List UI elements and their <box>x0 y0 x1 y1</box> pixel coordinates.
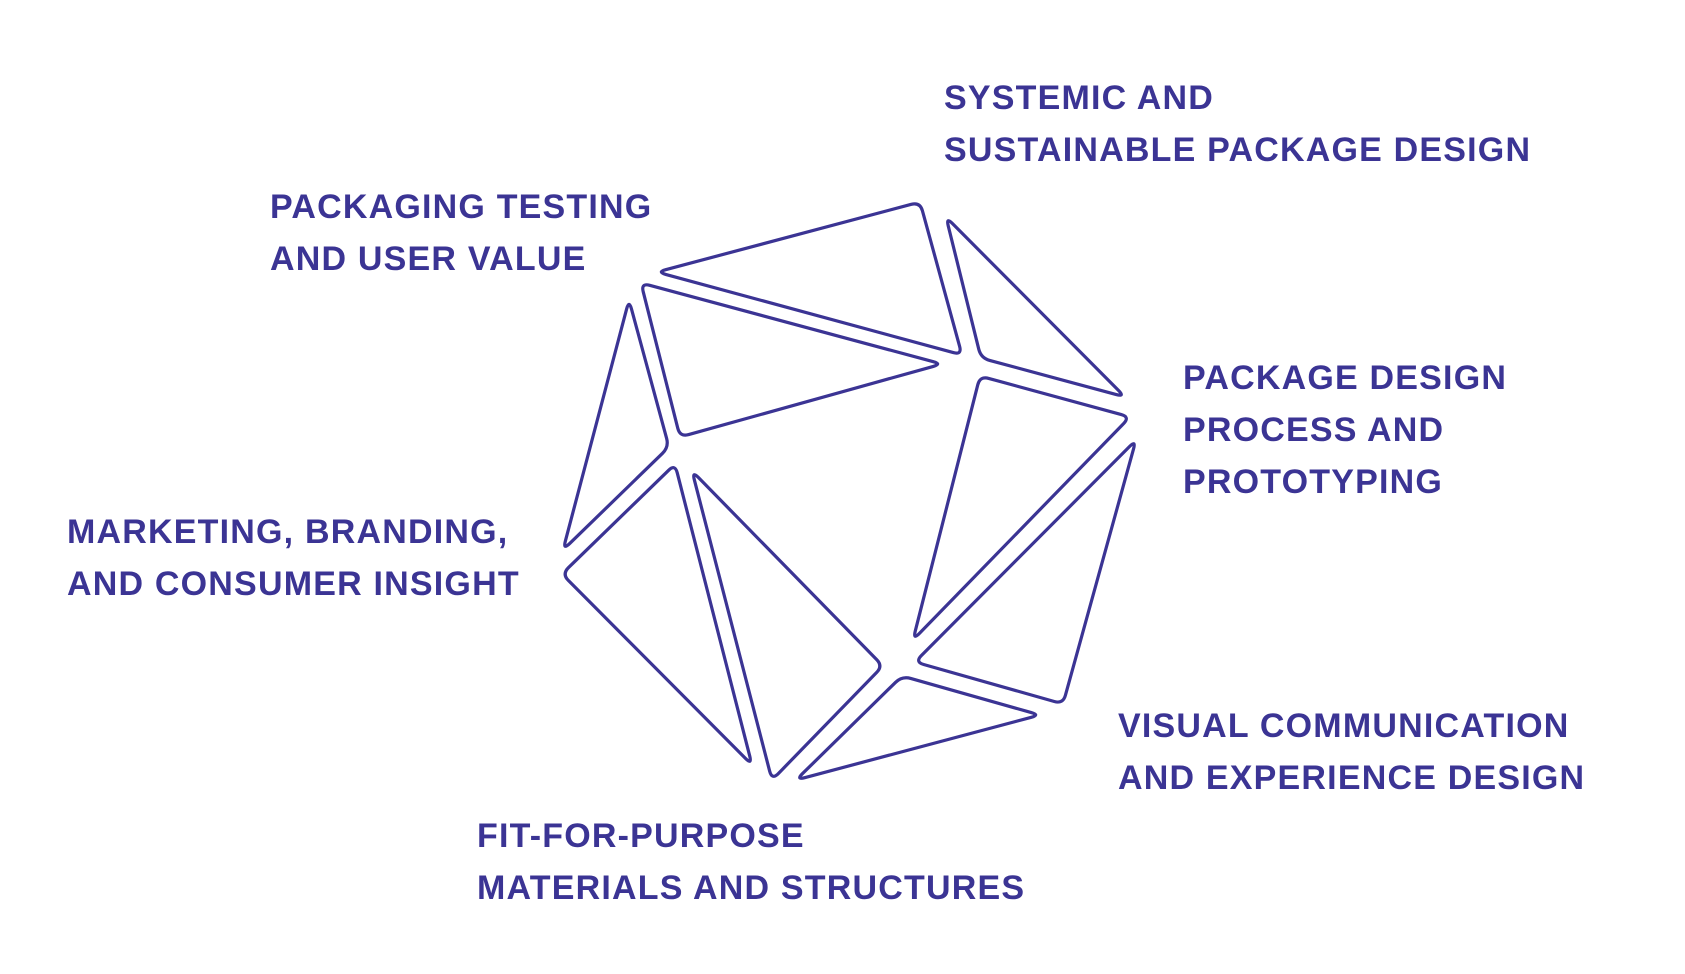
label-line: VISUAL COMMUNICATION <box>1118 707 1570 745</box>
facet-right-upper <box>913 376 1128 638</box>
label-line: PACKAGING TESTING <box>270 188 653 226</box>
label-systemic-sustainable-package-design: SYSTEMIC AND SUSTAINABLE PACKAGE DESIGN <box>944 72 1531 176</box>
label-line: SYSTEMIC AND <box>944 79 1215 117</box>
facet-top-upper <box>659 202 962 355</box>
label-line: MARKETING, BRANDING, <box>67 513 509 551</box>
label-line: SUSTAINABLE PACKAGE DESIGN <box>944 131 1532 169</box>
label-line: PACKAGE DESIGN <box>1183 359 1508 397</box>
label-visual-communication-experience-design: VISUAL COMMUNICATION AND EXPERIENCE DESI… <box>1118 700 1585 804</box>
facet-right-lower <box>917 442 1136 704</box>
facet-bottom <box>798 676 1038 780</box>
facet-top-right-small <box>946 219 1123 397</box>
label-line: AND EXPERIENCE DESIGN <box>1118 759 1586 797</box>
facet-left-narrow <box>563 302 669 548</box>
facet-left-lower <box>563 466 752 763</box>
label-line: PROTOTYPING <box>1183 463 1444 501</box>
label-line: MATERIALS AND STRUCTURES <box>477 869 1026 907</box>
facet-top-left <box>641 283 940 437</box>
facet-center-lower <box>692 473 882 778</box>
label-fit-for-purpose-materials-structures: FIT-FOR-PURPOSE MATERIALS AND STRUCTURES <box>477 810 1025 914</box>
label-package-design-process-prototyping: PACKAGE DESIGN PROCESS AND PROTOTYPING <box>1183 352 1507 508</box>
label-line: AND USER VALUE <box>270 240 587 278</box>
label-line: FIT-FOR-PURPOSE <box>477 817 805 855</box>
label-line: AND CONSUMER INSIGHT <box>67 565 520 603</box>
label-marketing-branding-consumer-insight: MARKETING, BRANDING, AND CONSUMER INSIGH… <box>67 506 520 610</box>
label-packaging-testing-user-value: PACKAGING TESTING AND USER VALUE <box>270 181 652 285</box>
label-line: PROCESS AND <box>1183 411 1445 449</box>
